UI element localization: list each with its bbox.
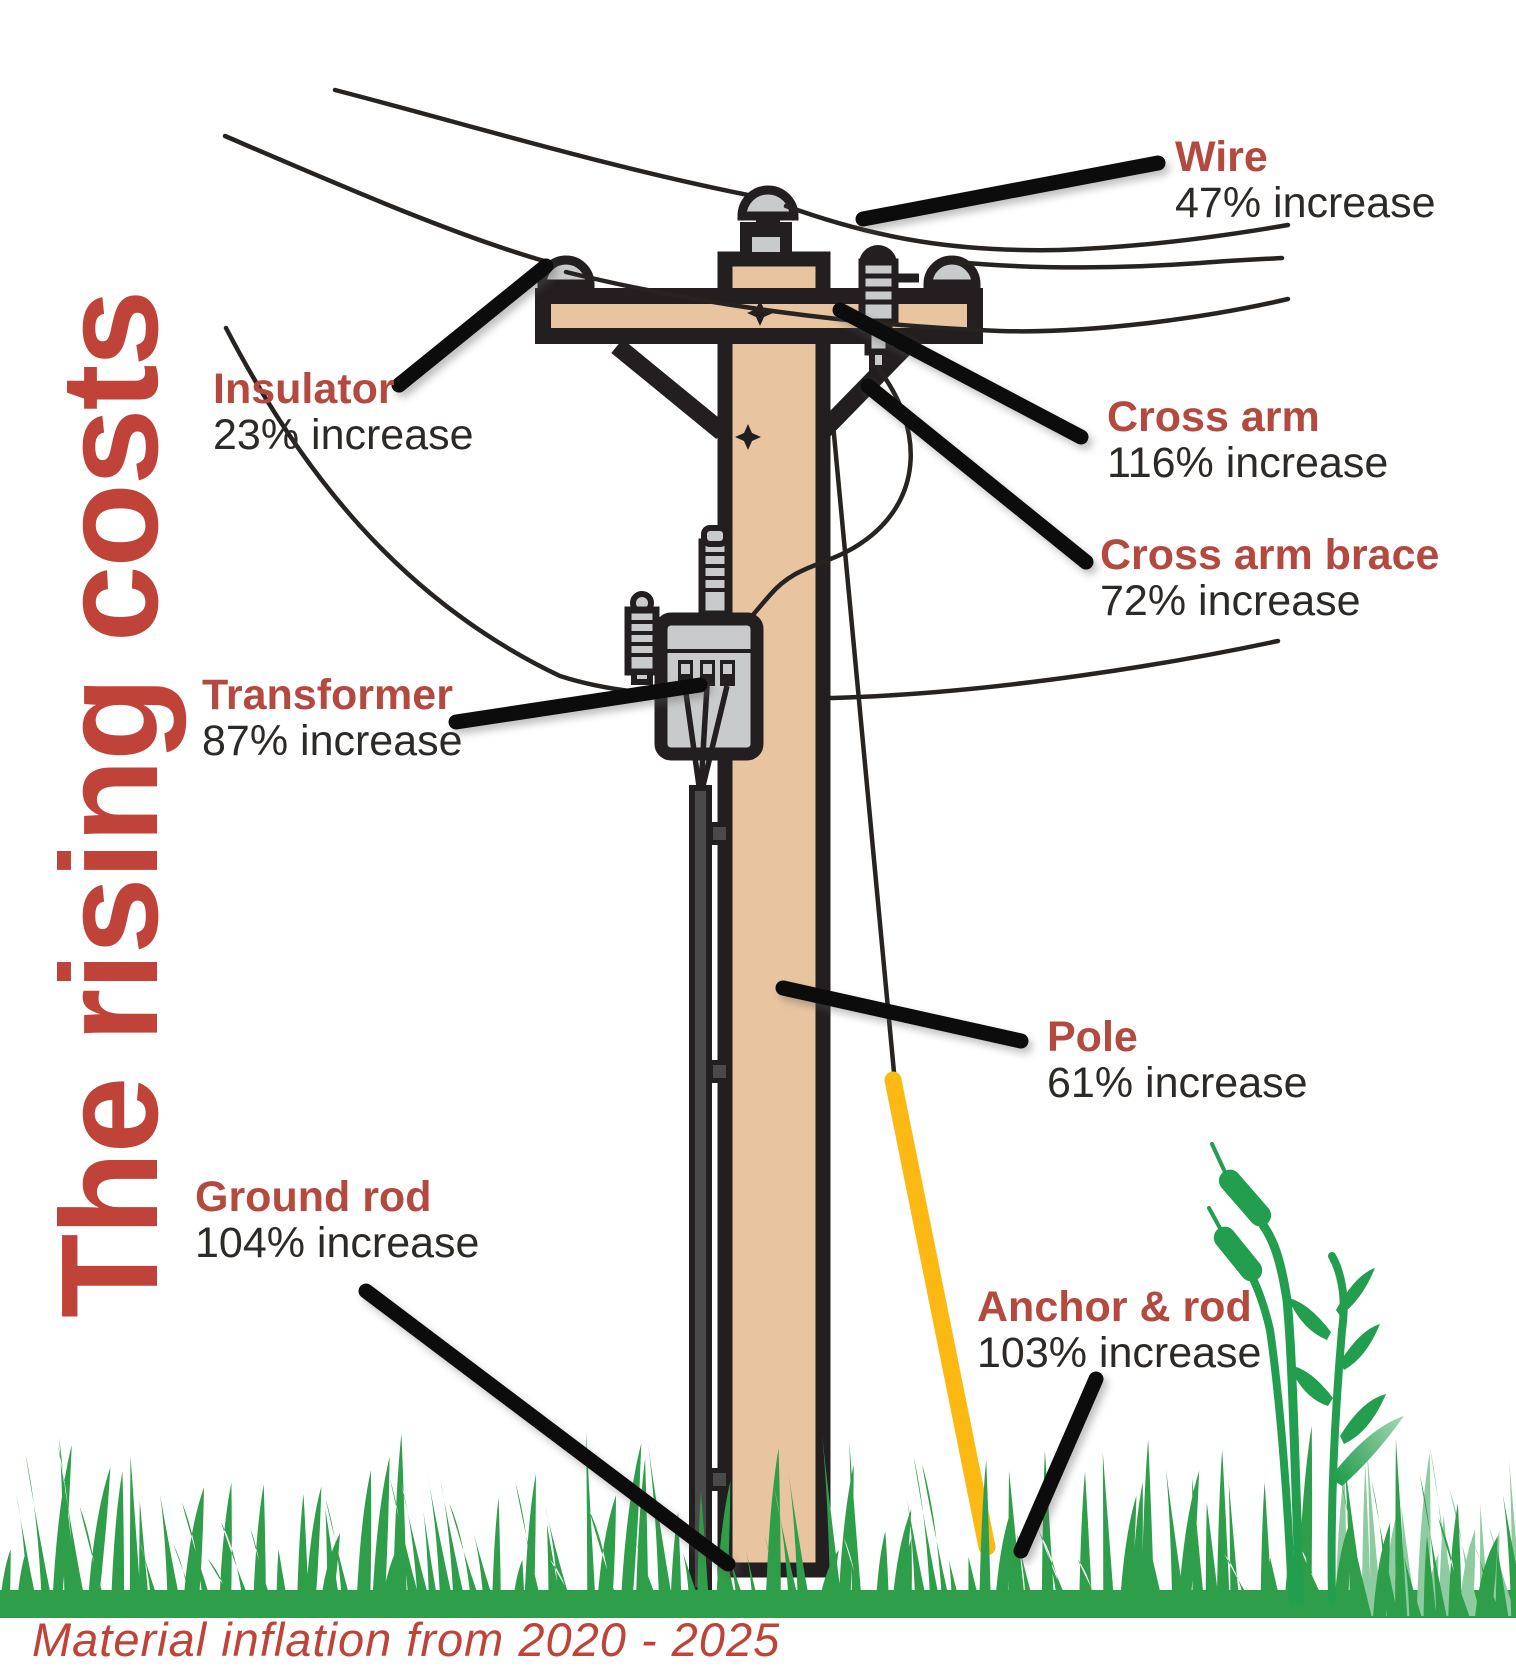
leader-anchor-rod [1013,1371,1104,1559]
callout-value: 61% increase [1047,1059,1308,1107]
callout-title: Wire [1175,133,1268,181]
leader-insulator [391,258,554,393]
callout-value: 116% increase [1107,439,1389,487]
wire-span-through-arm [563,269,1291,334]
callout-title: Anchor & rod [977,1283,1252,1331]
callout-transformer: Transformer 87% increase [202,672,463,764]
terminal-leads [682,685,730,787]
callout-title: Pole [1047,1013,1138,1061]
footer-caption: Material inflation from 2020 - 2025 [32,1613,781,1666]
callout-value: 104% increase [195,1219,480,1267]
leader-lines [358,155,1166,1572]
callout-title: Cross arm brace [1100,531,1440,579]
transformer-bushing-side [624,606,660,676]
grass-blades [0,1425,1516,1616]
leader-pole [775,980,1029,1049]
grass-blades-light [1335,1447,1516,1616]
wire-span-top-left [332,87,761,200]
cattails [1207,1142,1404,1605]
leader-ground-rod [358,1283,736,1572]
cattail-stem-1 [1258,1220,1305,1605]
callout-title: Transformer [202,671,453,719]
callout-value: 87% increase [202,717,463,765]
page-title: The rising costs [33,291,187,1318]
callout-cross-arm-brace: Cross arm brace 72% increase [1100,532,1439,624]
arrester-tip [869,349,888,371]
callout-value: 23% increase [213,411,474,459]
side-bushing-base [631,669,653,685]
bushing-cap [701,525,729,547]
reed-stem [1327,1252,1348,1604]
right-insulator [923,255,981,289]
callout-title: Insulator [213,365,395,413]
side-bushing-ribs [625,620,659,657]
utility-pole [535,185,983,1578]
transformer-terminals [678,660,735,686]
bushing-ribs [699,552,731,592]
top-insulator [737,185,799,221]
callout-anchor-rod: Anchor & rod 103% increase [977,1284,1261,1376]
callout-cross-arm: Cross arm 116% increase [1107,394,1388,486]
cross-arm-brace-left [611,339,728,439]
leader-cross-arm-brace [860,378,1094,570]
cattail-stem-2 [1240,1258,1296,1604]
leader-transformer [448,677,708,730]
leader-cross-arm [832,302,1089,445]
callout-title: Ground rod [195,1173,432,1221]
cattail-head-1 [1218,1169,1272,1227]
callout-value: 47% increase [1175,179,1436,227]
bolt-cross-arm [747,300,773,326]
pole-shaft [717,251,831,1578]
cattail-spike-1 [1210,1142,1226,1172]
grass [0,1425,1516,1618]
callout-insulator: Insulator 23% increase [213,366,474,458]
pole-top-pedestal-window [752,237,780,252]
reed-leaves [1288,1268,1404,1486]
cattail-head-2 [1213,1226,1263,1282]
guy-guard-yellow [884,1071,996,1556]
wire-span-top-right [783,203,1291,253]
transformer-group [624,525,764,1593]
ground-rod [689,785,712,1593]
callout-pole: Pole 61% increase [1047,1014,1308,1106]
callout-ground-rod: Ground rod 104% increase [195,1174,479,1266]
wire-span-mid-left [222,133,554,266]
ground-rod-clamps [708,822,731,1491]
cross-arm [535,288,983,344]
callout-title: Cross arm [1107,393,1320,441]
wire-span-right [953,255,1285,270]
wires-foreground [563,203,1291,661]
arrester-body [858,258,899,326]
leader-wire [855,155,1166,227]
guy-wire [830,421,898,1086]
callout-value: 72% increase [1100,577,1361,625]
cattail-spike-2 [1207,1206,1223,1232]
callout-value: 103% increase [977,1329,1262,1377]
callout-wire: Wire 47% increase [1175,134,1436,226]
bolt-pole [735,424,761,450]
